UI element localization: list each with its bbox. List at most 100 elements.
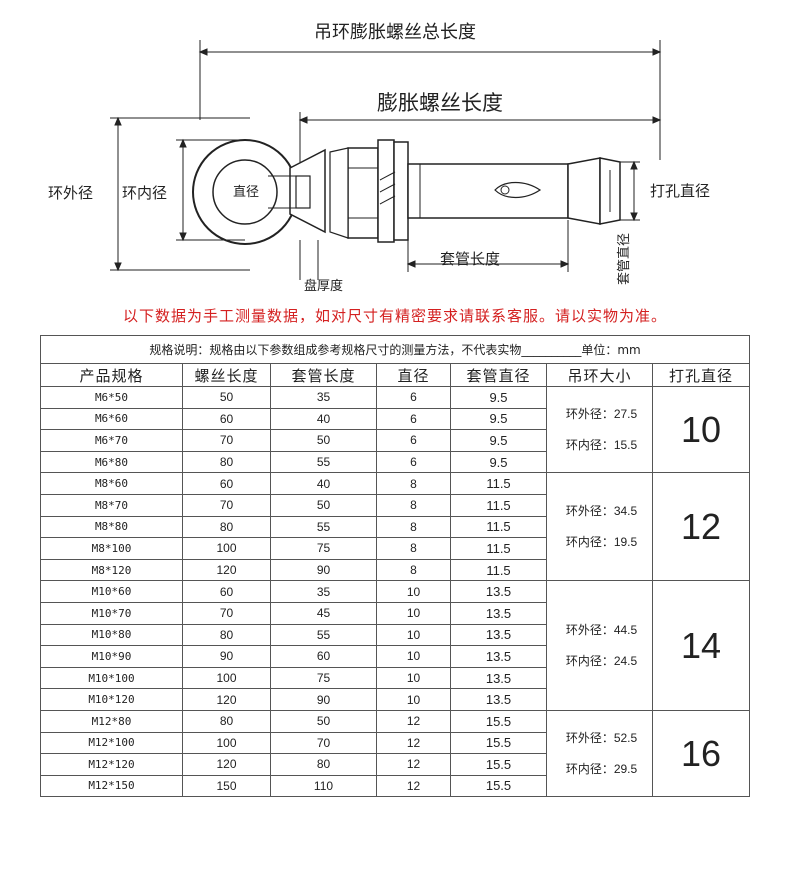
table-cell: 8 (376, 493, 451, 517)
table-cell: 90 (270, 688, 377, 711)
table-cell: 13.5 (450, 645, 547, 668)
column-header: 直径 (376, 363, 451, 387)
table-cell: 70 (182, 429, 271, 452)
table-cell: M8*120 (40, 558, 183, 582)
table-cell: 15.5 (450, 709, 547, 733)
table-cell: M8*100 (40, 537, 183, 560)
ring-outer-value: 环外径：44.5 (565, 622, 638, 637)
table-cell: 11.5 (450, 515, 547, 539)
table-cell: 12 (376, 753, 451, 776)
table-cell: 13.5 (450, 580, 547, 603)
table-cell: 40 (270, 472, 377, 495)
table-cell: 10 (376, 601, 451, 625)
table-cell: 8 (376, 537, 451, 560)
table-cell: 10 (376, 666, 451, 690)
table-cell: 6 (376, 450, 451, 474)
table-cell: M8*60 (40, 472, 183, 495)
ring-size-cell: 环外径：44.5 环内径：24.5 (546, 580, 653, 711)
notice-text: 以下数据为手工测量数据，如对尺寸有精密要求请联系客服。请以实物为准。 (122, 307, 667, 325)
column-header: 套管长度 (270, 363, 377, 387)
disc-thickness-label: 盘厚度 (304, 278, 343, 294)
sleeve-length-label: 套管长度 (440, 250, 500, 268)
table-cell: 50 (270, 429, 377, 452)
table-cell: 150 (182, 774, 271, 798)
table-cell: 60 (270, 645, 377, 668)
table-cell: 70 (182, 493, 271, 517)
column-header: 打孔直径 (651, 363, 751, 387)
table-cell: 120 (182, 558, 271, 582)
table-cell: 60 (182, 580, 271, 603)
ring-inner-value: 环内径：15.5 (565, 437, 638, 452)
table-cell: 40 (270, 407, 377, 431)
table-cell: 100 (182, 666, 271, 690)
eye-bolt-drawing: 吊环膨胀螺丝总长度 膨胀螺丝长度 环外径 环内径 直径 盘厚度 套管长度 套管直… (48, 22, 710, 294)
ring-inner-value: 环内径：19.5 (565, 534, 638, 549)
table-cell: 120 (182, 753, 271, 776)
column-header: 吊环大小 (546, 363, 653, 387)
hole-diameter-value: 14 (651, 580, 751, 711)
table-cell: 11.5 (450, 537, 547, 560)
ring-outer-value: 环外径：27.5 (565, 406, 638, 421)
ring-size-cell: 环外径：34.5 环内径：19.5 (546, 472, 653, 582)
table-cell: 75 (270, 666, 377, 690)
ring-outer-label: 环外径 (48, 184, 93, 202)
ring-outer-value: 环外径：34.5 (565, 503, 638, 518)
ring-size-cell: 环外径：27.5 环内径：15.5 (546, 385, 653, 474)
table-cell: 6 (376, 386, 451, 409)
table-cell: 60 (182, 472, 271, 495)
table-cell: M12*100 (40, 731, 183, 755)
hole-diameter-label: 打孔直径 (650, 182, 710, 200)
table-cell: 13.5 (450, 601, 547, 625)
table-cell: 11.5 (450, 493, 547, 517)
column-header: 产品规格 (40, 363, 183, 387)
table-cell: M10*60 (40, 580, 183, 603)
total-length-label: 吊环膨胀螺丝总长度 (314, 22, 476, 43)
table-note: 规格说明：规格由以下参数组成参考规格尺寸的测量方法，不代表实物_________… (39, 335, 751, 364)
ring-outer-value: 环外径：52.5 (565, 730, 638, 745)
table-cell: 80 (182, 709, 271, 733)
table-cell: 100 (182, 537, 271, 560)
hole-diameter-value: 10 (651, 385, 751, 474)
table-cell: 75 (270, 537, 377, 560)
table-cell: 8 (376, 472, 451, 495)
table-cell: 11.5 (450, 472, 547, 495)
table-cell: 12 (376, 709, 451, 733)
table-cell: 35 (270, 386, 377, 409)
diameter-label: 直径 (233, 185, 259, 200)
table-cell: 12 (376, 774, 451, 798)
table-cell: 50 (270, 493, 377, 517)
table-cell: 55 (270, 515, 377, 539)
table-cell: 80 (182, 623, 271, 647)
table-cell: 10 (376, 688, 451, 711)
table-cell: M6*50 (40, 386, 183, 409)
table-cell: M10*70 (40, 601, 183, 625)
ring-inner-label: 环内径 (122, 184, 167, 202)
table-cell: 70 (182, 601, 271, 625)
hole-diameter-value: 12 (651, 472, 751, 582)
table-cell: 9.5 (450, 407, 547, 431)
table-cell: M10*80 (40, 623, 183, 647)
table-cell: 80 (270, 753, 377, 776)
ring-inner-value: 环内径：24.5 (565, 653, 638, 668)
table-cell: 90 (270, 558, 377, 582)
table-cell: 10 (376, 580, 451, 603)
table-cell: 50 (182, 386, 271, 409)
table-cell: 110 (270, 774, 377, 798)
table-cell: M6*70 (40, 429, 183, 452)
table-cell: M12*150 (40, 774, 183, 798)
table-cell: 35 (270, 580, 377, 603)
table-cell: M8*70 (40, 493, 183, 517)
table-cell: 15.5 (450, 731, 547, 755)
spec-table: 规格说明：规格由以下参数组成参考规格尺寸的测量方法，不代表实物_________… (39, 335, 751, 798)
table-cell: 13.5 (450, 688, 547, 711)
table-cell: 15.5 (450, 753, 547, 776)
